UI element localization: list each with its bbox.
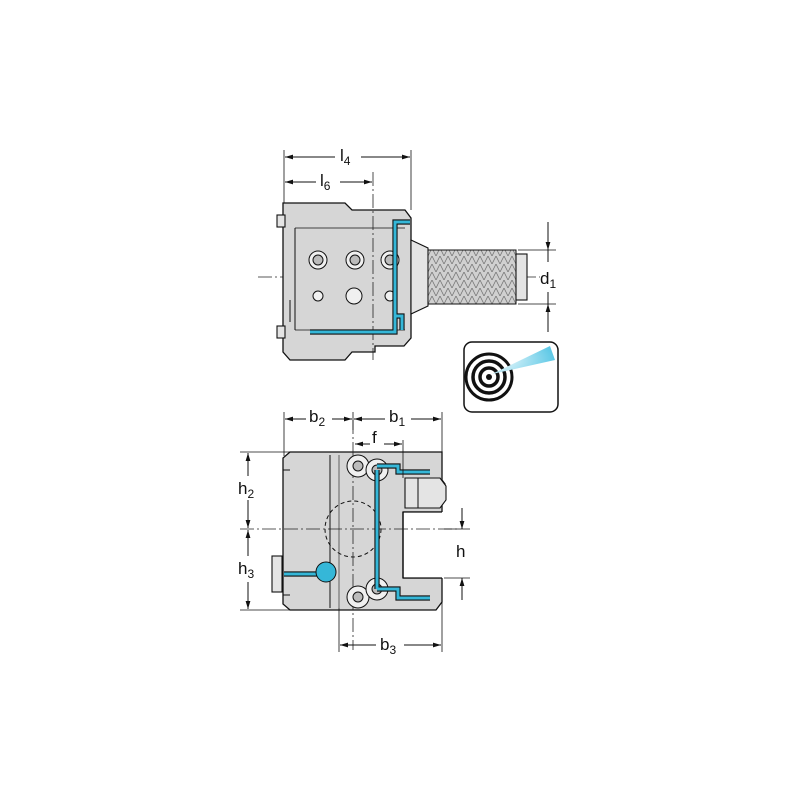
serrated-shank: [427, 249, 517, 305]
dimension-b1: b1: [354, 405, 443, 452]
dimension-b3: b3: [338, 602, 443, 657]
label-b1: b1: [389, 407, 405, 429]
coolant-channel-front: [284, 463, 430, 601]
dimension-f: f: [355, 428, 404, 478]
holder-body: [282, 202, 412, 361]
label-l4: l4: [340, 146, 351, 168]
label-h3: h3: [238, 559, 254, 581]
label-f: f: [372, 428, 377, 447]
insert-pocket: [404, 477, 447, 509]
label-h2: h2: [238, 479, 254, 501]
side-view: l4 l6 d1: [258, 145, 559, 413]
label-l6: l6: [320, 171, 331, 193]
shank-end: [515, 253, 528, 301]
dimension-h2: h2: [236, 451, 290, 528]
dimension-b2: b2: [283, 405, 354, 456]
label-h: h: [456, 542, 465, 561]
dimension-l6: l6: [285, 170, 372, 193]
label-b2: b2: [309, 407, 325, 429]
dimension-l4: l4: [283, 145, 412, 210]
label-d1: d1: [540, 269, 556, 291]
side-screw: [271, 555, 283, 593]
dimension-h: h: [444, 508, 470, 600]
shank: [410, 239, 429, 315]
coolant-jet-icon: [463, 341, 559, 413]
dimension-h3: h3: [236, 530, 290, 611]
dimension-d1: d1: [518, 222, 556, 332]
coolant-channel-side: [310, 219, 410, 335]
front-view: b2 b1 f h2: [236, 405, 470, 657]
label-b3: b3: [380, 635, 396, 657]
